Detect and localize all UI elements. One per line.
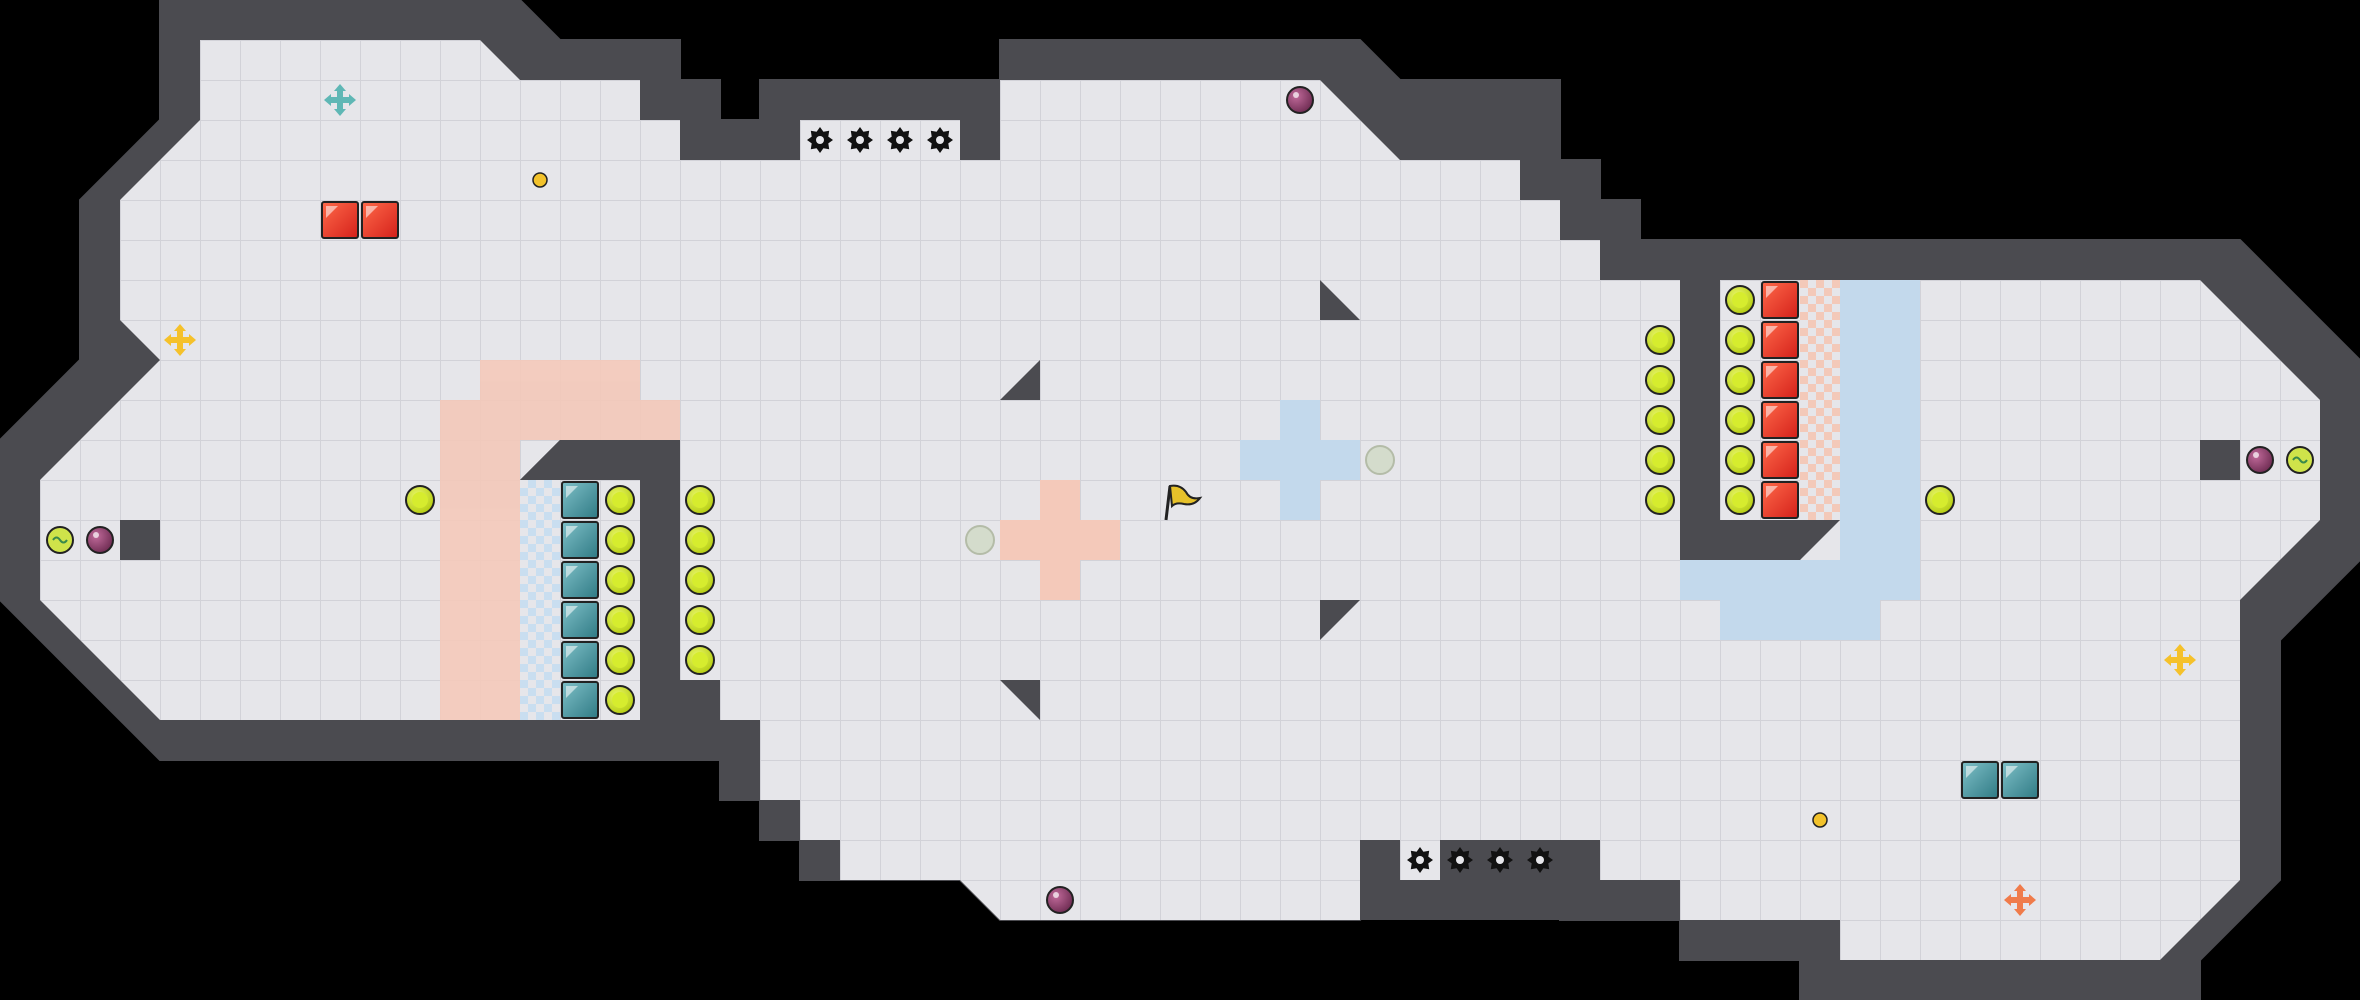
teal-block-icon [561, 521, 599, 559]
red-block-icon [1761, 281, 1799, 319]
lime-orb-icon [1725, 365, 1755, 395]
lime-orb-icon [1645, 365, 1675, 395]
salmon-zone-left [440, 360, 680, 720]
lime-orb-icon [685, 645, 715, 675]
yellow-dot-icon [532, 172, 548, 188]
wall-block-right [2200, 440, 2240, 480]
lime-orb-icon [685, 565, 715, 595]
lime-orb-icon [1725, 405, 1755, 435]
flag-icon [1164, 484, 1203, 521]
red-block-icon [1761, 321, 1799, 359]
yellow-dot-icon [1812, 812, 1828, 828]
teal-block-icon [2001, 761, 2039, 799]
lime-orb-icon [605, 605, 635, 635]
red-block-icon [361, 201, 399, 239]
lime-orb-icon [685, 605, 715, 635]
spike-gear-icon [1527, 847, 1553, 873]
red-block-icon [1761, 441, 1799, 479]
lime-orb-icon [605, 525, 635, 555]
blue-cross-zone [1240, 400, 1360, 520]
ramp-triangle-icon [1000, 360, 1040, 400]
red-block-icon [1761, 401, 1799, 439]
spike-gear-icon [887, 127, 913, 153]
ramp-triangles [1000, 280, 1360, 720]
ramp-triangle-icon [1320, 600, 1360, 640]
ramp-triangle-icon [1320, 280, 1360, 320]
ghost-orb-icon [1365, 445, 1395, 475]
purple-orb-icon [86, 526, 114, 554]
lime-orb-icon [605, 485, 635, 515]
lime-orb-icon [1725, 325, 1755, 355]
teal-block-icon [561, 481, 599, 519]
move-cross-icon [324, 84, 356, 116]
move-cross-icon [164, 324, 196, 356]
lime-orb-icon [1725, 285, 1755, 315]
purple-orb-icon [1286, 86, 1314, 114]
lime-orb-icon [605, 645, 635, 675]
inner-walls [120, 80, 2240, 920]
spike-gear-icon [847, 127, 873, 153]
lime-orb-icon [405, 485, 435, 515]
teal-block-icon [561, 681, 599, 719]
lime-orb-icon [685, 485, 715, 515]
purple-orb-icon [1046, 886, 1074, 914]
lime-orb-icon [605, 565, 635, 595]
wall-block-left [120, 520, 160, 560]
red-block-icon [1761, 361, 1799, 399]
spike-gear-icon [1487, 847, 1513, 873]
ramp-triangle-icon [1000, 680, 1040, 720]
red-block-icon [321, 201, 359, 239]
spike-gear-icon [807, 127, 833, 153]
goal-orb-icon [2286, 446, 2314, 474]
lime-orb-icon [1645, 325, 1675, 355]
lime-orb-icon [1925, 485, 1955, 515]
teal-block-icon [561, 601, 599, 639]
salmon-check-strip [1800, 280, 1840, 520]
teal-block-icon [1961, 761, 1999, 799]
blue-check-strip [520, 480, 560, 720]
move-cross-icon [2004, 884, 2036, 916]
blue-zone-right [1680, 280, 1920, 640]
move-cross-icon [2164, 644, 2196, 676]
lime-orb-icon [1725, 445, 1755, 475]
lime-orb-icon [1725, 485, 1755, 515]
teal-block-icon [561, 561, 599, 599]
ghost-orb-icon [965, 525, 995, 555]
teal-block-icon [561, 641, 599, 679]
lime-orb-icon [1645, 445, 1675, 475]
lime-orb-icon [1645, 485, 1675, 515]
salmon-cross-zone [1000, 480, 1120, 600]
lime-orb-icon [1645, 405, 1675, 435]
spike-gear-icon [1447, 847, 1473, 873]
spike-gear-icon [1407, 847, 1433, 873]
red-block-icon [1761, 481, 1799, 519]
lime-orb-icon [605, 685, 635, 715]
spike-gear-icon [927, 127, 953, 153]
purple-orb-icon [2246, 446, 2274, 474]
goal-orb-icon [46, 526, 74, 554]
lime-orb-icon [685, 525, 715, 555]
